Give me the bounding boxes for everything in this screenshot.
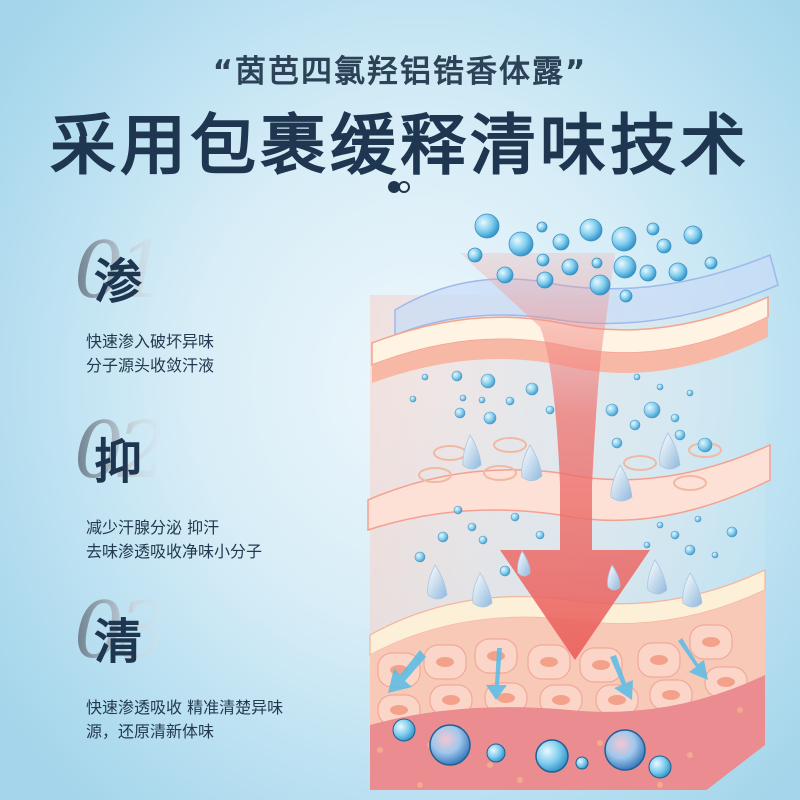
step-number: 02: [74, 406, 167, 496]
step-description-line: 减少汗腺分泌 抑汗: [86, 518, 220, 537]
step-description-line: 去味渗透吸收净味小分子: [86, 542, 263, 561]
step-number: 01: [74, 226, 167, 316]
step-description: 快速渗透吸收 精准清楚异味 源，还原清新体味: [86, 696, 356, 744]
pagination-dot-active[interactable]: [388, 181, 400, 193]
step-title: 渗: [94, 254, 143, 310]
step-title: 清: [94, 614, 143, 670]
pagination-dots: [388, 181, 414, 193]
step-title: 抑: [94, 434, 143, 490]
headline: 采用包裹缓释清味技术: [50, 107, 750, 184]
product-name: “茵芭四氯羟铝锆香体露”: [212, 54, 588, 90]
step-description-line: 快速渗入破坏异味: [86, 332, 215, 351]
step-number: 03: [74, 586, 167, 676]
step-description-line: 源，还原清新体味: [86, 722, 215, 741]
step-description-line: 分子源头收敛汗液: [86, 356, 215, 375]
skin-layer-illustration: [360, 205, 780, 795]
step-description: 快速渗入破坏异味 分子源头收敛汗液: [86, 330, 356, 378]
step-description: 减少汗腺分泌 抑汗 去味渗透吸收净味小分子: [86, 516, 356, 564]
pagination-dot-inactive[interactable]: [398, 181, 410, 193]
step-description-line: 快速渗透吸收 精准清楚异味: [86, 698, 284, 717]
